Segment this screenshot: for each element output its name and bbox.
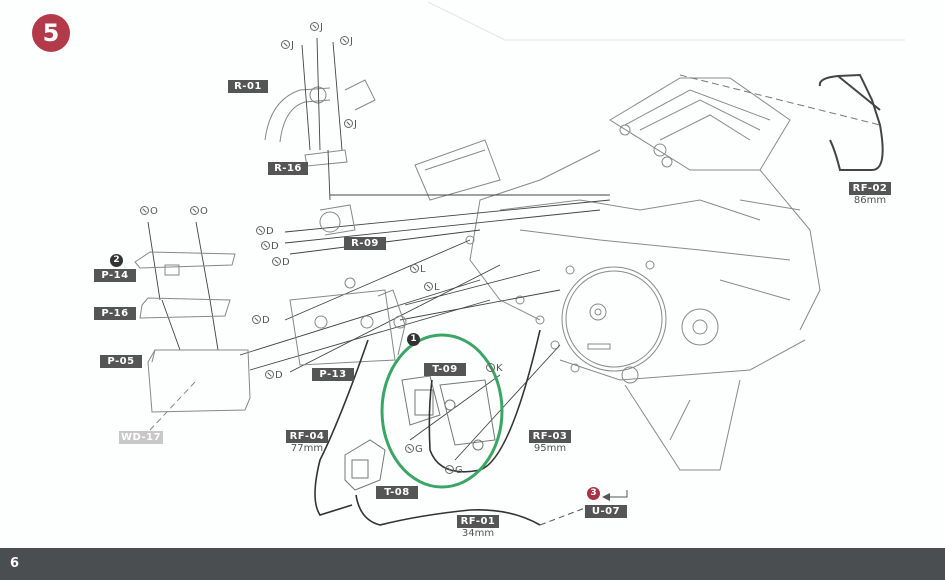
screw-tag-l: L [424, 282, 440, 293]
part-label-r01: R-01 [228, 80, 268, 93]
screw-tag-g: G [445, 465, 463, 476]
part-label-p05: P-05 [100, 355, 142, 368]
screw-icon [256, 226, 265, 235]
screw-icon [410, 264, 419, 273]
part-label-wd17: WD-17 [119, 431, 163, 444]
screw-tag-d: D [265, 370, 283, 381]
length-rf01: 34mm [461, 528, 495, 539]
length-rf03: 95mm [533, 443, 567, 454]
screw-icon [140, 206, 149, 215]
screw-tag-j: J [281, 40, 294, 51]
engine-block [414, 77, 821, 471]
part-label-rf02: RF-02 [849, 182, 891, 195]
part-label-t09: T-09 [424, 363, 466, 376]
screw-icon [340, 36, 349, 45]
screw-icon [424, 282, 433, 291]
screw-tag-o: O [140, 206, 158, 217]
screw-tag-k: K [486, 363, 503, 374]
page-number: 6 [10, 556, 20, 571]
part-label-p14: P-14 [94, 269, 136, 282]
screw-icon [261, 241, 270, 250]
step-number-badge: 5 [32, 14, 70, 52]
length-rf04: 77mm [290, 443, 324, 454]
part-label-rf04: RF-04 [286, 430, 328, 443]
screw-tag-j: J [310, 22, 323, 33]
screw-icon [405, 444, 414, 453]
part-label-r09: R-09 [344, 237, 386, 250]
screw-tag-d: D [272, 257, 290, 268]
sub-step-1-badge: 1 [407, 333, 420, 346]
screw-icon [272, 257, 281, 266]
screw-icon [265, 370, 274, 379]
part-label-u07: U-07 [585, 505, 627, 518]
screw-icon [445, 465, 454, 474]
screw-tag-d: D [261, 241, 279, 252]
sub-step-2-badge: 2 [110, 254, 123, 267]
sub-step-3-badge: 3 [587, 487, 600, 500]
screw-tag-d: D [256, 226, 274, 237]
part-label-p16: P-16 [94, 307, 136, 320]
screw-tag-d: D [252, 315, 270, 326]
screw-icon [252, 315, 261, 324]
length-rf02: 86mm [853, 195, 887, 206]
screw-tag-j: J [340, 36, 353, 47]
part-label-r16: R-16 [268, 162, 308, 175]
highlight-circle [380, 333, 504, 489]
screw-tag-j: J [344, 119, 357, 130]
screw-icon [486, 363, 495, 372]
part-label-rf01: RF-01 [457, 515, 499, 528]
screw-icon [190, 206, 199, 215]
part-label-t08: T-08 [376, 486, 418, 499]
screw-icon [344, 119, 353, 128]
page-footer: 6 [0, 548, 945, 580]
part-label-p13: P-13 [312, 368, 354, 381]
screw-tag-l: L [410, 264, 426, 275]
screw-icon [310, 22, 319, 31]
part-label-rf03: RF-03 [529, 430, 571, 443]
screw-tag-o: O [190, 206, 208, 217]
screw-icon [281, 40, 290, 49]
screw-tag-g: G [405, 444, 423, 455]
